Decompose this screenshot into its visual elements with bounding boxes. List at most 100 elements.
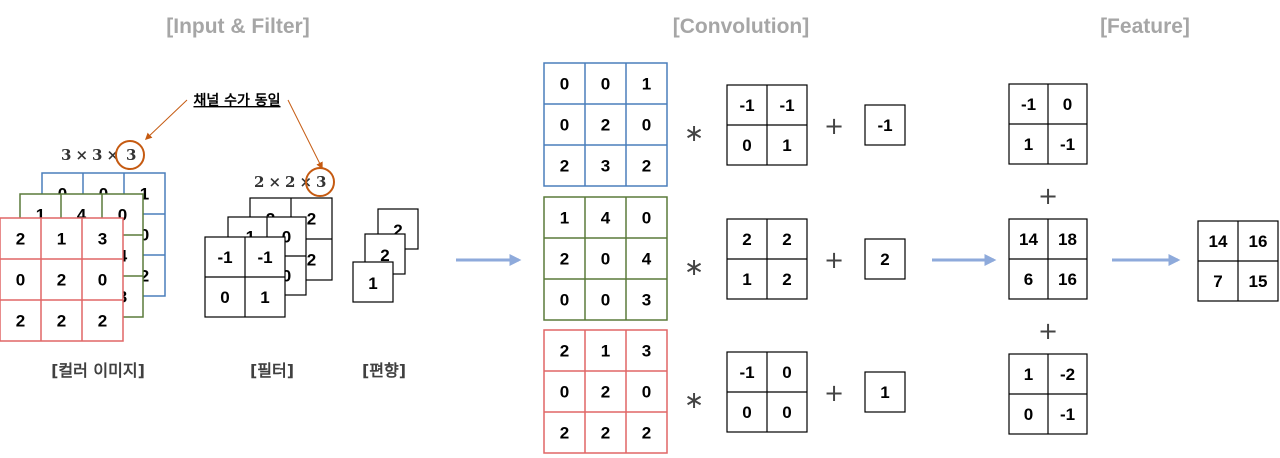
matrix-cell: 14	[1209, 232, 1228, 251]
matrix-cell: 1	[782, 136, 791, 155]
matrix-cell: 1	[742, 270, 751, 289]
matrix-cell: -1	[1060, 135, 1075, 154]
matrix-cell: -2	[1060, 365, 1075, 384]
matrix-cell: 0	[642, 209, 651, 228]
conv-input-grid: 1 4 0 2 0 4 0 0 3	[543, 196, 668, 321]
plus-operator: +	[824, 379, 844, 407]
matrix-cell: -1	[1021, 95, 1036, 114]
matrix-cell: 1	[560, 209, 569, 228]
matrix-cell: 0	[1063, 95, 1072, 114]
matrix-cell: 0	[560, 291, 569, 310]
filter-channel-highlight	[305, 167, 335, 197]
matrix-cell: 0	[560, 116, 569, 135]
matrix-cell: 1	[1024, 135, 1033, 154]
svg-text:3: 3	[316, 173, 326, 191]
matrix-cell: 4	[601, 209, 611, 228]
matrix-cell: 0	[601, 250, 610, 269]
plus-sign-feature-1: +	[1038, 182, 1058, 210]
matrix-cell: 1	[642, 75, 651, 94]
matrix-cell: 2	[782, 270, 791, 289]
pointer-arrow-image	[144, 99, 188, 140]
matrix-cell: 0	[98, 271, 107, 290]
plus-operator: +	[824, 246, 844, 274]
matrix-cell: -1	[739, 96, 754, 115]
matrix-cell: 1	[57, 230, 66, 249]
conv-bias-value: 2	[880, 250, 889, 269]
matrix-cell: 0	[642, 116, 651, 135]
matrix-cell: 1	[140, 185, 149, 204]
svg-text:3: 3	[126, 146, 136, 164]
matrix-cell: 2	[57, 312, 66, 331]
title-input-filter: [Input & Filter]	[166, 15, 309, 38]
plus-operator: +	[824, 112, 844, 140]
convolve-operator: ∗	[684, 253, 704, 281]
title-convolution: [Convolution]	[673, 15, 809, 38]
conv-filter-grid: -1 -1 0 1	[726, 84, 808, 166]
matrix-cell: 0	[140, 226, 149, 245]
matrix-cell: -1	[257, 248, 272, 267]
matrix-cell: 0	[220, 288, 229, 307]
matrix-cell: 7	[1213, 272, 1222, 291]
matrix-cell: 3	[601, 157, 610, 176]
partial-map-grid: -1 0 1 -1	[1008, 83, 1088, 165]
matrix-cell: -1	[1060, 405, 1075, 424]
matrix-cell: 2	[16, 230, 25, 249]
matrix-cell: 4	[77, 206, 87, 225]
conv-bias-value: 1	[880, 383, 889, 402]
plus-sign-feature-2: +	[1038, 317, 1058, 345]
conv-bias-value: -1	[877, 116, 892, 135]
matrix-cell: 2	[16, 312, 25, 331]
matrix-cell: 0	[601, 291, 610, 310]
matrix-cell: 0	[601, 75, 610, 94]
matrix-cell: 2	[642, 157, 651, 176]
matrix-cell: 1	[36, 206, 45, 225]
matrix-cell: 3	[642, 291, 651, 310]
matrix-cell: 2	[98, 312, 107, 331]
matrix-cell: 2	[601, 116, 610, 135]
svg-text:3×3×: 3×3×	[61, 146, 119, 164]
svg-text:2×2×: 2×2×	[254, 173, 312, 191]
matrix-cell: 16	[1058, 270, 1077, 289]
matrix-cell: 2	[560, 250, 569, 269]
matrix-cell: 0	[742, 403, 751, 422]
matrix-cell: 0	[118, 206, 127, 225]
svg-text:2: 2	[393, 221, 402, 240]
matrix-cell: 2	[560, 157, 569, 176]
matrix-cell: -1	[779, 96, 794, 115]
caption-bias: [편향]	[362, 361, 406, 380]
same-channel-note: 채널 수가 동일	[193, 93, 280, 109]
matrix-cell: 0	[1024, 405, 1033, 424]
matrix-cell: 1	[601, 342, 610, 361]
matrix-cell: 0	[782, 363, 791, 382]
matrix-cell: 0	[16, 271, 25, 290]
matrix-cell: 18	[1058, 230, 1077, 249]
convolve-operator: ∗	[684, 386, 704, 414]
matrix-cell: -1	[739, 363, 754, 382]
matrix-cell: 14	[1019, 230, 1038, 249]
matrix-cell: 16	[1249, 232, 1268, 251]
matrix-cell: 4	[642, 250, 652, 269]
matrix-cell: 2	[601, 424, 610, 443]
matrix-cell: 3	[642, 342, 651, 361]
matrix-cell: 2	[642, 424, 651, 443]
matrix-cell: 0	[742, 136, 751, 155]
image-dimension-label: 3×3× 3	[61, 140, 145, 170]
matrix-cell: 0	[282, 228, 291, 247]
matrix-cell: 2	[140, 267, 149, 286]
matrix-cell: 0	[560, 383, 569, 402]
matrix-cell: 3	[98, 230, 107, 249]
matrix-cell: 1	[260, 288, 269, 307]
